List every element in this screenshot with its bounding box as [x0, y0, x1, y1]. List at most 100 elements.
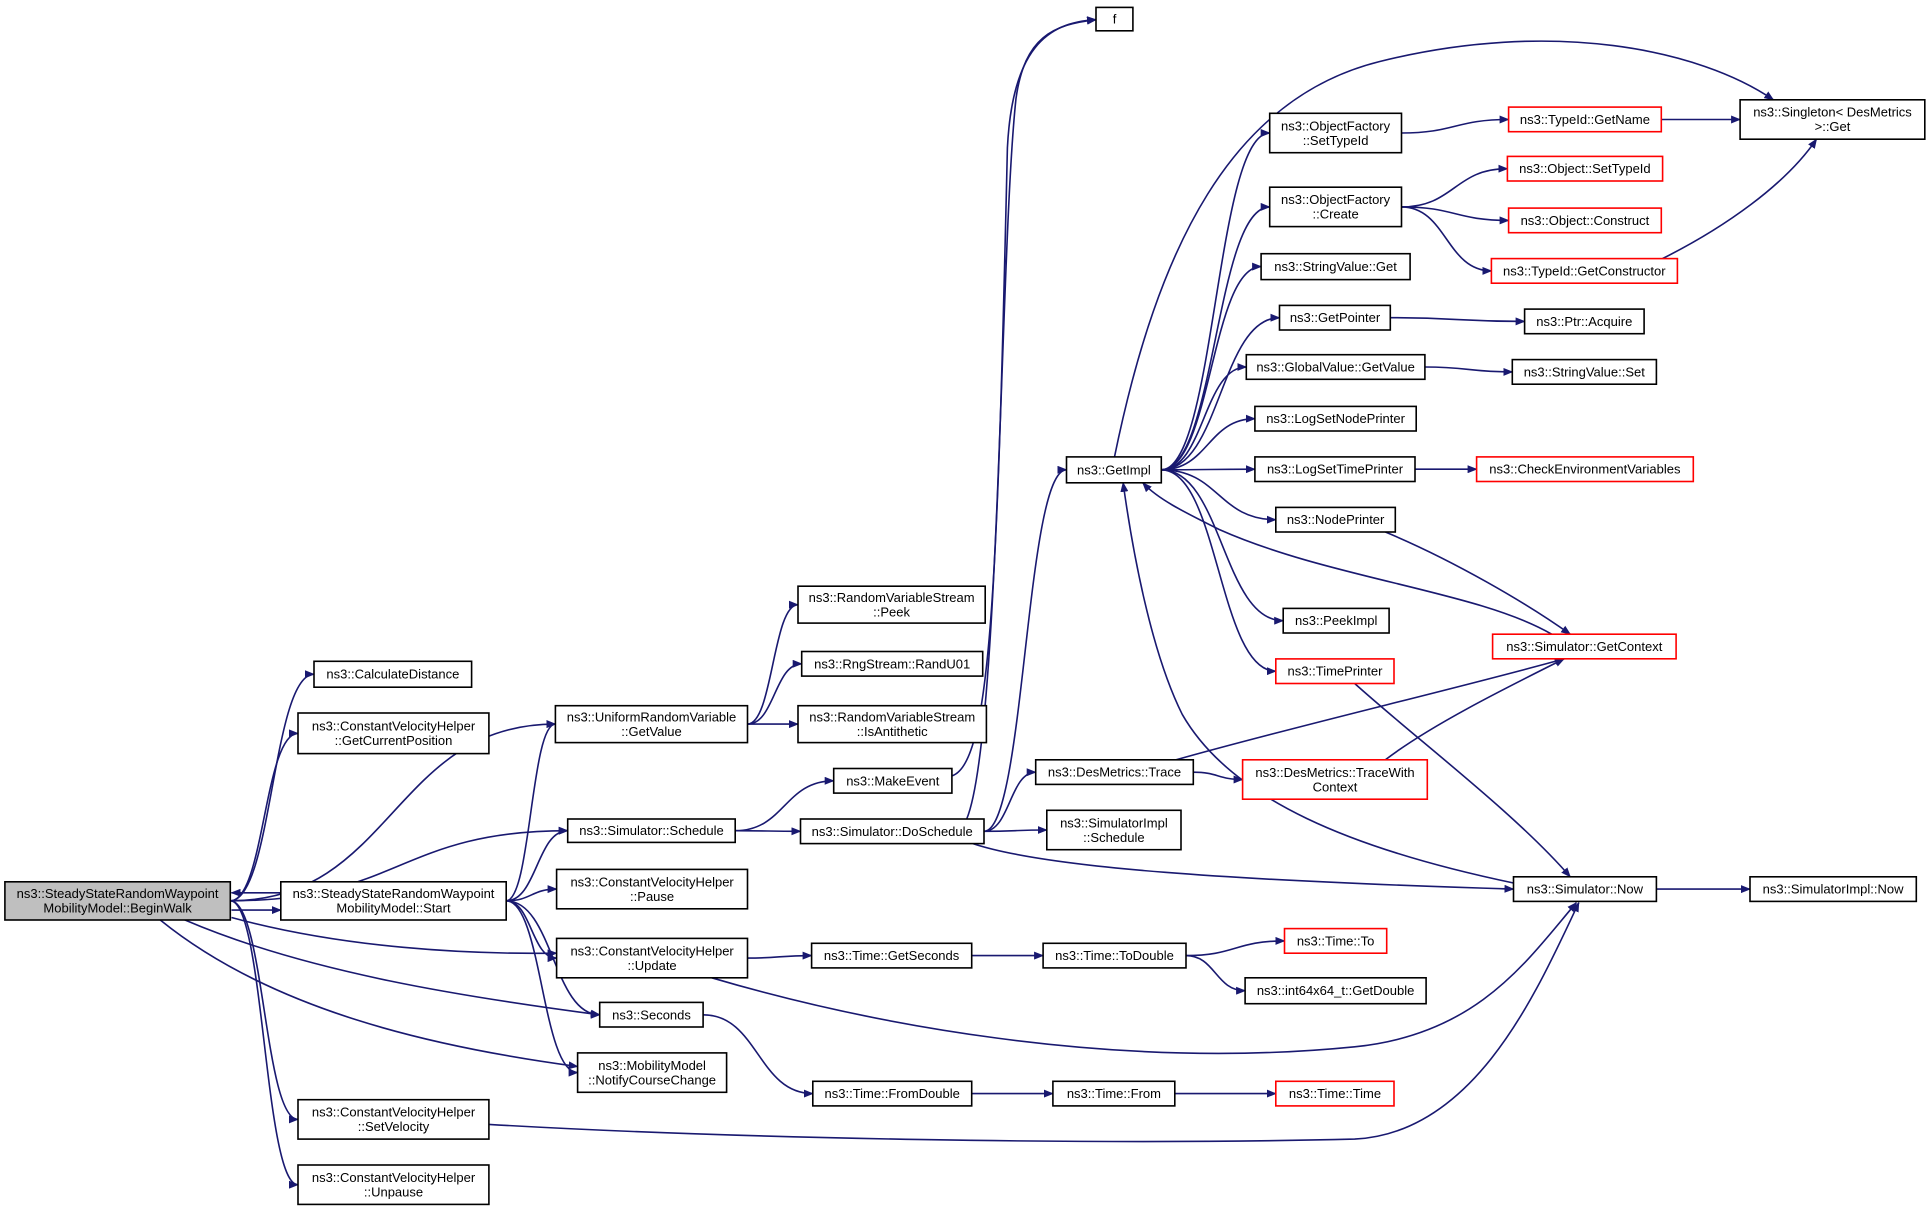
node-mm_notify[interactable]: ns3::MobilityModel::NotifyCourseChange — [576, 1052, 728, 1094]
edge-of_settypeid-to-typeid_getname — [1401, 115, 1510, 134]
edge-getimpl-to-timeprinter — [1161, 469, 1277, 676]
node-label-line: >::Get — [1815, 119, 1851, 134]
node-label-line: ns3::StringValue::Set — [1524, 364, 1646, 379]
node-label-line: ns3::Singleton< DesMetrics — [1753, 105, 1912, 120]
node-simimpl_now[interactable]: ns3::SimulatorImpl::Now — [1749, 875, 1918, 903]
node-box — [1278, 304, 1392, 331]
node-typeid_getctor[interactable]: ns3::TypeId::GetConstructor — [1490, 257, 1679, 285]
node-root[interactable]: ns3::SteadyStateRandomWaypointMobilityMo… — [4, 880, 232, 921]
node-simimpl_schedule[interactable]: ns3::SimulatorImpl::Schedule — [1046, 809, 1182, 851]
node-time_to[interactable]: ns3::Time::To — [1283, 927, 1388, 954]
node-makeevent[interactable]: ns3::MakeEvent — [832, 767, 953, 794]
node-box — [1254, 456, 1416, 483]
edge-start-to-seconds — [506, 900, 601, 1019]
edge-root-to-cvh_setvel — [230, 900, 299, 1124]
node-label-line: ::Create — [1312, 207, 1358, 222]
node-peekimpl[interactable]: ns3::PeekImpl — [1282, 607, 1390, 634]
node-box — [1260, 252, 1411, 281]
node-typeid_getname[interactable]: ns3::TypeId::GetName — [1507, 106, 1663, 133]
node-rng_randu01[interactable]: ns3::RngStream::RandU01 — [800, 650, 984, 677]
node-getimpl[interactable]: ns3::GetImpl — [1065, 456, 1163, 484]
node-box — [1268, 186, 1403, 228]
node-checkenv[interactable]: ns3::CheckEnvironmentVariables — [1475, 456, 1695, 483]
node-rvs_isanti[interactable]: ns3::RandomVariableStream::IsAntithetic — [797, 704, 988, 744]
node-label-line: ns3::ConstantVelocityHelper — [570, 943, 734, 958]
node-logsetnode[interactable]: ns3::LogSetNodePrinter — [1254, 405, 1418, 432]
node-sim_now[interactable]: ns3::Simulator::Now — [1512, 875, 1658, 903]
node-box — [797, 704, 988, 744]
node-label-line: ns3::Simulator::DoSchedule — [812, 824, 973, 839]
node-box — [810, 942, 973, 969]
node-label-line: ::GetCurrentPosition — [335, 733, 453, 748]
node-label-line: ns3::MobilityModel — [598, 1058, 706, 1073]
node-singleton_get[interactable]: ns3::Singleton< DesMetrics>::Get — [1739, 99, 1926, 141]
node-label-line: ns3::Ptr::Acquire — [1536, 314, 1632, 329]
node-cvh_update[interactable]: ns3::ConstantVelocityHelper::Update — [555, 937, 749, 979]
node-seconds[interactable]: ns3::Seconds — [598, 1001, 704, 1028]
node-of_settypeid[interactable]: ns3::ObjectFactory::SetTypeId — [1268, 112, 1403, 154]
node-desm_trace[interactable]: ns3::DesMetrics::Trace — [1034, 758, 1195, 786]
node-time_from[interactable]: ns3::Time::From — [1052, 1080, 1176, 1107]
node-label-line: ns3::UniformRandomVariable — [567, 709, 737, 724]
node-of_create[interactable]: ns3::ObjectFactory::Create — [1268, 186, 1403, 228]
node-cvh_pause[interactable]: ns3::ConstantVelocityHelper::Pause — [555, 868, 749, 910]
node-ptr_acquire[interactable]: ns3::Ptr::Acquire — [1523, 308, 1645, 335]
node-label-line: ns3::TypeId::GetName — [1520, 112, 1650, 127]
node-label-line: ::NotifyCourseChange — [588, 1072, 716, 1087]
edge-getimpl-to-logsettime — [1161, 465, 1256, 474]
node-box — [576, 1052, 728, 1094]
edge-root-to-cvh_getpos — [230, 729, 299, 902]
edge-urv_getvalue-to-rng_randu01 — [747, 659, 803, 725]
node-urv_getvalue[interactable]: ns3::UniformRandomVariable::GetValue — [554, 704, 749, 744]
node-box — [797, 585, 986, 624]
node-time_todouble[interactable]: ns3::Time::ToDouble — [1042, 942, 1187, 969]
node-box — [800, 650, 984, 677]
node-label-line: ns3::Object::Construct — [1521, 213, 1650, 228]
node-label-line: ns3::ObjectFactory — [1281, 192, 1391, 207]
node-label-line: ns3::RandomVariableStream — [809, 590, 975, 605]
node-time_time[interactable]: ns3::Time::Time — [1275, 1080, 1395, 1107]
node-cvh_unpause[interactable]: ns3::ConstantVelocityHelper::Unpause — [297, 1164, 490, 1206]
node-label-line: ns3::Seconds — [612, 1007, 691, 1022]
node-box — [555, 868, 749, 910]
node-time_fromdouble[interactable]: ns3::Time::FromDouble — [811, 1080, 973, 1107]
node-cvh_getpos[interactable]: ns3::ConstantVelocityHelper::GetCurrentP… — [297, 712, 490, 755]
node-label-line: ns3::ConstantVelocityHelper — [312, 1105, 476, 1120]
edge-getimpl-to-logsetnode — [1161, 414, 1256, 471]
node-box — [1283, 927, 1388, 954]
node-box — [1241, 758, 1429, 800]
node-layer: ns3::SteadyStateRandomWaypointMobilityMo… — [4, 6, 1926, 1206]
node-start[interactable]: ns3::SteadyStateRandomWaypointMobilityMo… — [279, 880, 507, 921]
node-obj_construct[interactable]: ns3::Object::Construct — [1507, 207, 1663, 234]
node-sim_doschedule[interactable]: ns3::Simulator::DoSchedule — [799, 818, 985, 845]
node-label-line: ns3::Time::GetSeconds — [824, 948, 960, 963]
node-rvs_peek[interactable]: ns3::RandomVariableStream::Peek — [797, 585, 986, 624]
node-sim_schedule[interactable]: ns3::Simulator::Schedule — [566, 818, 737, 844]
node-sv_set[interactable]: ns3::StringValue::Set — [1511, 358, 1658, 386]
node-cvh_setvel[interactable]: ns3::ConstantVelocityHelper::SetVelocity — [297, 1098, 490, 1140]
node-label-line: ::SetTypeId — [1303, 133, 1369, 148]
node-label-line: ::GetValue — [621, 724, 681, 739]
node-box — [1275, 1080, 1395, 1107]
node-time_getseconds[interactable]: ns3::Time::GetSeconds — [810, 942, 973, 969]
node-label-line: ns3::LogSetNodePrinter — [1266, 411, 1405, 426]
edge-sim_doschedule-to-simimpl_schedule — [983, 826, 1048, 835]
node-box — [1046, 809, 1182, 851]
node-label-line: ns3::ConstantVelocityHelper — [570, 874, 734, 889]
node-sv_get[interactable]: ns3::StringValue::Get — [1260, 252, 1411, 281]
node-obj_settypeid[interactable]: ns3::Object::SetTypeId — [1506, 155, 1664, 182]
node-int64_getdouble[interactable]: ns3::int64x64_t::GetDouble — [1244, 976, 1427, 1005]
node-box — [4, 880, 232, 921]
node-gv_getvalue[interactable]: ns3::GlobalValue::GetValue — [1245, 353, 1426, 381]
node-f[interactable]: f — [1095, 6, 1134, 32]
node-nodeprinter[interactable]: ns3::NodePrinter — [1275, 506, 1397, 533]
node-label-line: ns3::Simulator::GetContext — [1506, 639, 1662, 654]
node-sim_getcontext[interactable]: ns3::Simulator::GetContext — [1491, 633, 1677, 660]
node-calcdist[interactable]: ns3::CalculateDistance — [313, 660, 473, 688]
node-box — [1034, 758, 1195, 786]
node-getpointer[interactable]: ns3::GetPointer — [1278, 304, 1392, 331]
node-box — [297, 1164, 490, 1206]
node-timeprinter[interactable]: ns3::TimePrinter — [1275, 658, 1395, 685]
node-logsettime[interactable]: ns3::LogSetTimePrinter — [1254, 456, 1416, 483]
